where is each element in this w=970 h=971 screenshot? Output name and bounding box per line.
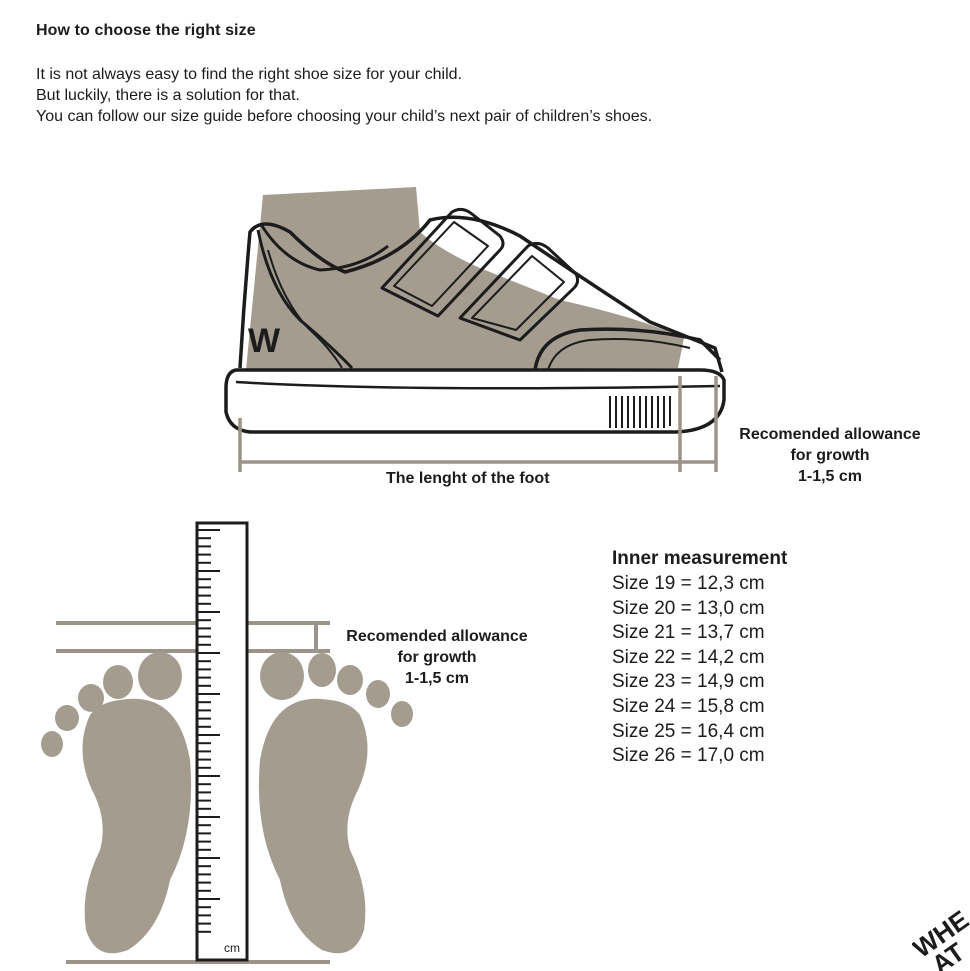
shoe-logo: W — [248, 322, 281, 360]
toe-cap-inner — [547, 338, 691, 371]
allowance-line: 1-1,5 cm — [797, 468, 863, 485]
allowance-line: 1-1,5 cm — [404, 670, 470, 687]
shoe-upper — [238, 215, 724, 373]
shoe-allowance-label: Recomended allowance for growth 1-1,5 cm — [730, 424, 930, 487]
size-row: Size 23 = 14,9 cm — [612, 671, 765, 693]
page-title: How to choose the right size — [36, 22, 256, 39]
inner-measurement-table: Inner measurement Size 19 = 12,3 cm Size… — [612, 548, 787, 769]
toe-cap — [533, 327, 722, 371]
heel-counter-inner — [267, 249, 343, 369]
sole-stitch — [235, 380, 721, 390]
intro-line: But luckily, there is a solution for tha… — [36, 87, 300, 104]
foot-silhouette — [246, 187, 684, 370]
allowance-line: for growth — [397, 649, 477, 666]
velcro-straps — [380, 207, 580, 342]
allowance-line: for growth — [790, 447, 870, 464]
size-row: Size 22 = 14,2 cm — [612, 646, 765, 668]
size-row: Size 24 = 15,8 cm — [612, 695, 765, 717]
size-row: Size 19 = 12,3 cm — [612, 573, 765, 594]
intro-line: It is not always easy to find the right … — [36, 66, 462, 83]
shoe-collar — [260, 225, 389, 272]
intro-line: You can follow our size guide before cho… — [36, 108, 653, 125]
left-foot — [41, 652, 192, 954]
ruler-unit-label: cm — [224, 941, 240, 955]
brand-logo: WHE AT — [912, 904, 970, 971]
ruler: cm — [195, 521, 249, 962]
size-row: Size 20 = 13,0 cm — [612, 597, 765, 619]
size-row: Size 26 = 17,0 cm — [612, 745, 765, 767]
size-row: Size 21 = 13,7 cm — [612, 622, 765, 644]
intro-text: It is not always easy to find the right … — [36, 64, 652, 127]
foot-length-measure — [238, 376, 718, 472]
right-foot — [258, 652, 413, 954]
sole-grip-lines — [609, 396, 671, 428]
inner-measurement-heading: Inner measurement — [612, 548, 788, 569]
allowance-line: Recomended allowance — [739, 426, 921, 443]
allowance-guides — [56, 621, 330, 964]
shoe-illustration: W — [224, 187, 726, 472]
size-row: Size 25 = 16,4 cm — [612, 720, 765, 742]
feet-allowance-label: Recomended allowance for growth 1-1,5 cm — [336, 626, 538, 689]
foot-length-label: The lenght of the foot — [386, 470, 550, 487]
allowance-line: Recomended allowance — [346, 628, 528, 645]
shoe-sole — [224, 368, 726, 434]
feet-illustration: cm — [41, 521, 413, 964]
